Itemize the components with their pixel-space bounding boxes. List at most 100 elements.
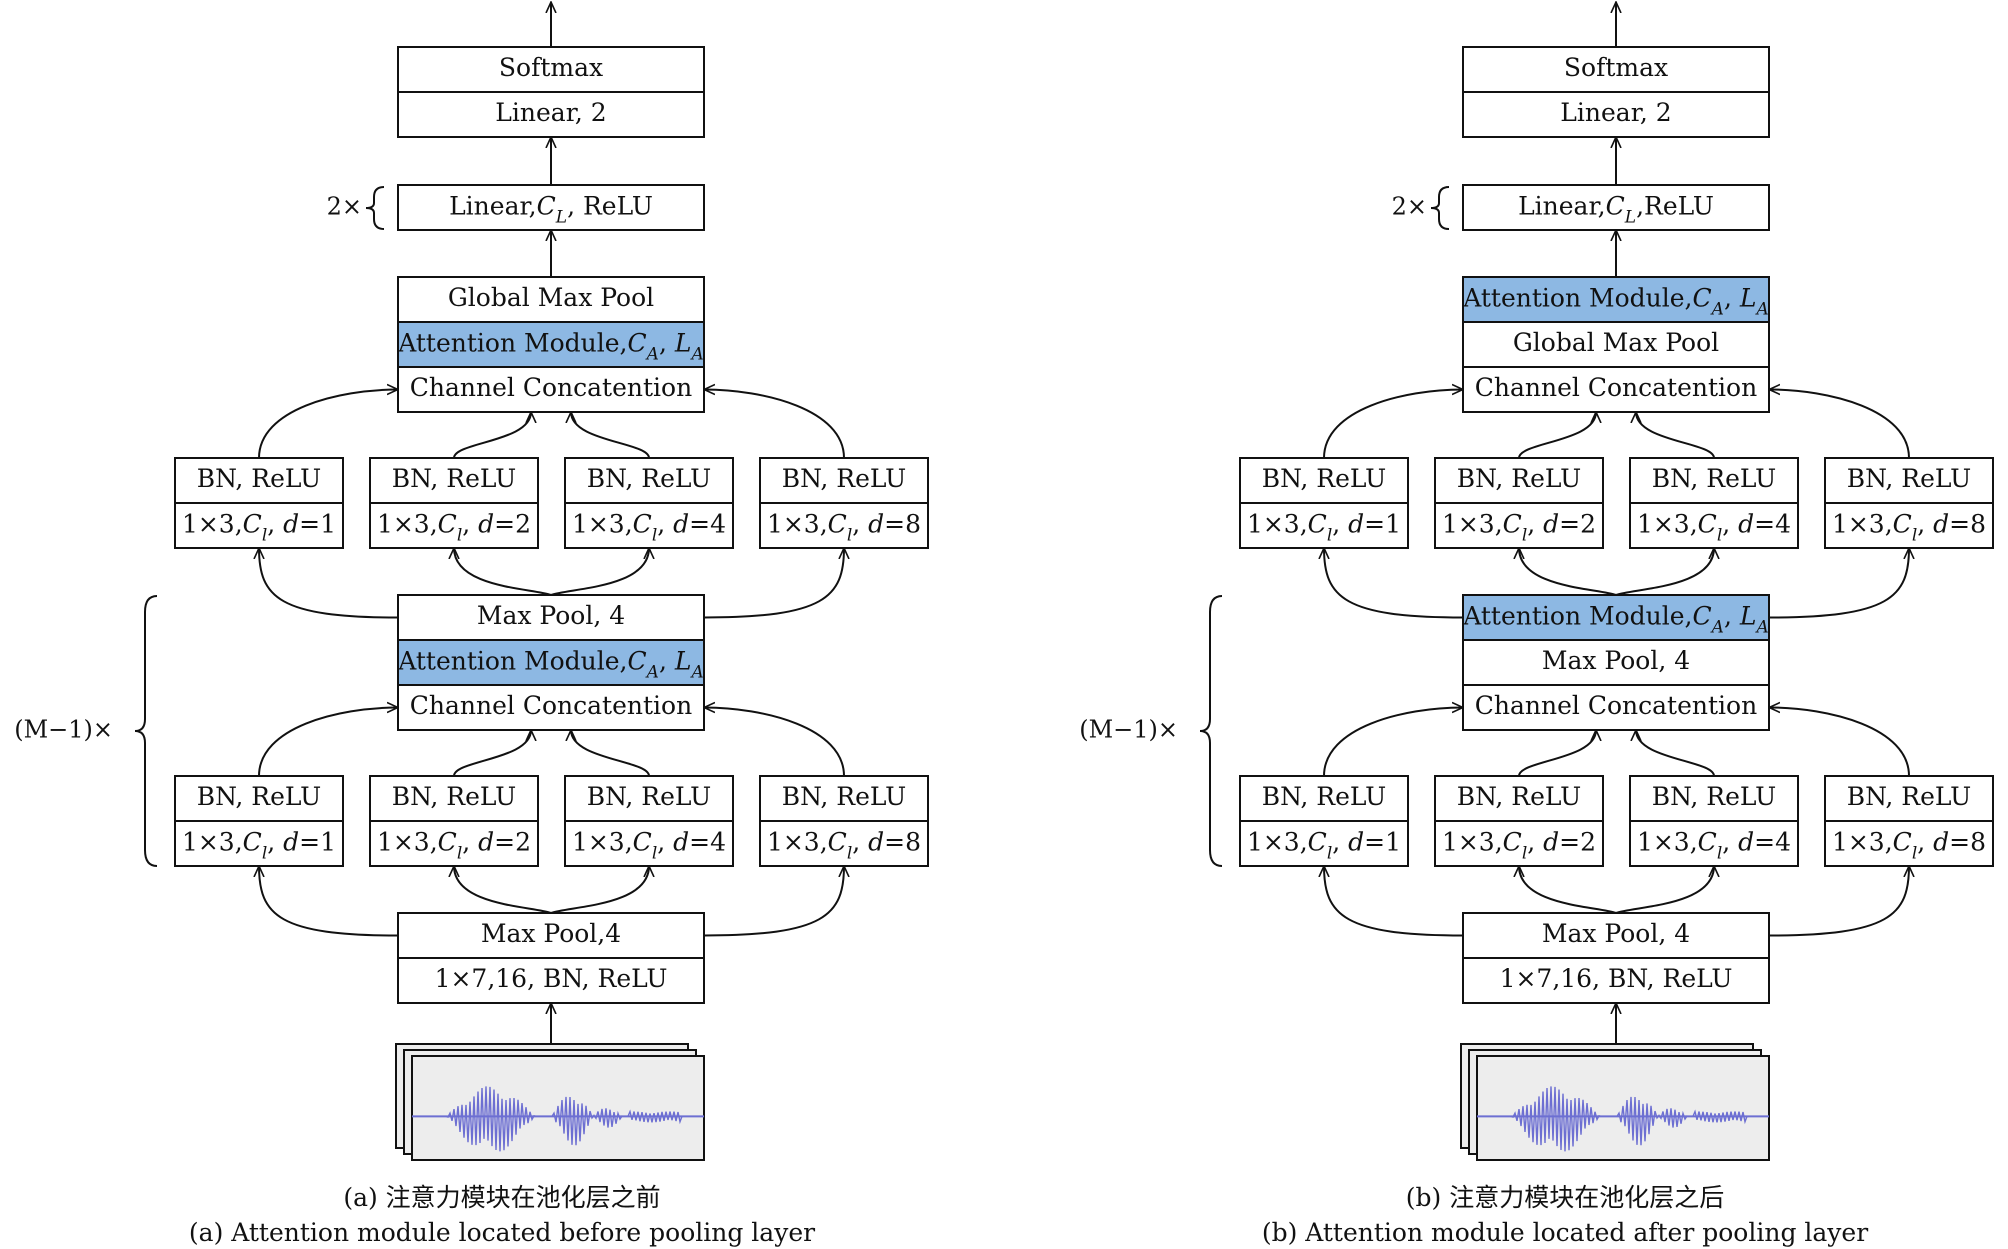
mid-stack-row-label: Channel Concatention <box>1475 691 1757 720</box>
softmax-label: Softmax <box>499 53 603 82</box>
top-stack-row-label: Global Max Pool <box>1513 328 1719 357</box>
skip-arrow <box>1519 548 1617 596</box>
skip-arrow <box>454 866 552 914</box>
conv-label: 1×3,Cl, d=4 <box>572 509 726 545</box>
top-stack-row-label: Channel Concatention <box>410 373 692 402</box>
branch-bn-relu-label: BN, ReLU <box>197 782 321 811</box>
skip-arrow <box>571 412 650 459</box>
skip-arrow <box>1615 866 1714 914</box>
branch-bn-relu-label: BN, ReLU <box>392 782 516 811</box>
top-stack-row <box>397 321 705 368</box>
branch-bn-relu-box <box>759 775 929 822</box>
branch-bn-relu-label: BN, ReLU <box>1652 782 1776 811</box>
softmax-label: Softmax <box>1564 53 1668 82</box>
branch-bn-relu-label: BN, ReLU <box>587 782 711 811</box>
skip-arrow <box>1768 548 1909 619</box>
skip-arrow <box>1323 708 1463 777</box>
stem-conv-box <box>1462 957 1770 1004</box>
repeat-2x-brace <box>365 186 385 230</box>
branch-bn-relu-label: BN, ReLU <box>782 782 906 811</box>
skip-arrow <box>259 548 399 619</box>
mid-stack-row-label: Max Pool, 4 <box>1542 646 1690 675</box>
mid-stack-row-label: Max Pool, 4 <box>477 601 625 630</box>
repeat-m-label: (M−1)× <box>1079 716 1178 744</box>
skip-arrow <box>1519 866 1617 914</box>
branch-bn-relu-box <box>564 775 734 822</box>
skip-arrow <box>550 866 649 914</box>
audio-waveform <box>1477 1086 1769 1152</box>
branch-bn-relu-label: BN, ReLU <box>1457 782 1581 811</box>
branch-conv-box <box>1239 502 1409 549</box>
conv-label: 1×3,Cl, d=1 <box>1247 827 1401 863</box>
repeat-m-label: (M−1)× <box>14 716 113 744</box>
repeat-m-brace <box>1199 595 1223 867</box>
attention-module-label: Attention Module,CA, LA <box>1462 283 1768 319</box>
top-stack-row <box>1462 276 1770 323</box>
stem-conv-box <box>397 957 705 1004</box>
skip-arrow <box>1324 866 1464 937</box>
conv-label: 1×3,Cl, d=4 <box>1637 827 1791 863</box>
branch-bn-relu-label: BN, ReLU <box>782 464 906 493</box>
branch-bn-relu-label: BN, ReLU <box>1847 464 1971 493</box>
skip-arrow <box>1518 730 1596 777</box>
linear-cl-label: Linear,CL,ReLU <box>1518 191 1714 227</box>
top-stack-row <box>1462 321 1770 368</box>
conv-label: 1×3,Cl, d=1 <box>182 509 336 545</box>
skip-arrow <box>454 548 552 596</box>
mid-stack-row <box>397 639 705 686</box>
branch-conv-box <box>1629 502 1799 549</box>
skip-arrow <box>1636 412 1715 459</box>
top-stack-row <box>397 276 705 323</box>
conv-label: 1×3,Cl, d=8 <box>767 827 921 863</box>
caption-b-en: (b) Attention module located after pooli… <box>1261 1218 1869 1247</box>
branch-bn-relu-box <box>1824 775 1994 822</box>
repeat-2x-label: 2× <box>327 193 362 221</box>
skip-arrow <box>258 708 398 777</box>
skip-arrow <box>258 390 398 459</box>
audio-waveform <box>412 1086 704 1152</box>
mid-stack-row-label: Channel Concatention <box>410 691 692 720</box>
branch-conv-box <box>174 820 344 867</box>
skip-arrow <box>1323 390 1463 459</box>
caption-a-cn: (a) 注意力模块在池化层之前 <box>343 1183 661 1212</box>
stem-maxpool-box <box>397 912 705 959</box>
conv-label: 1×3,Cl, d=2 <box>377 827 531 863</box>
branch-bn-relu-label: BN, ReLU <box>587 464 711 493</box>
branch-conv-box <box>369 502 539 549</box>
stem-conv-label: 1×7,16, BN, ReLU <box>1500 964 1733 993</box>
linear-cl-box <box>397 184 705 231</box>
conv-label: 1×3,Cl, d=8 <box>767 509 921 545</box>
skip-arrow <box>259 866 399 937</box>
linear2-label: Linear, 2 <box>495 98 606 127</box>
skip-arrow <box>1769 390 1910 459</box>
conv-label: 1×3,Cl, d=4 <box>1637 509 1791 545</box>
branch-bn-relu-box <box>369 457 539 504</box>
linear2-box <box>1462 91 1770 138</box>
skip-arrow <box>550 548 649 596</box>
conv-label: 1×3,Cl, d=1 <box>1247 509 1401 545</box>
skip-arrow <box>453 730 531 777</box>
branch-bn-relu-label: BN, ReLU <box>392 464 516 493</box>
branch-bn-relu-label: BN, ReLU <box>1262 464 1386 493</box>
repeat-2x-brace <box>1430 186 1450 230</box>
skip-arrow <box>1324 548 1464 619</box>
branch-conv-box <box>1434 502 1604 549</box>
conv-label: 1×3,Cl, d=1 <box>182 827 336 863</box>
skip-arrow <box>571 730 650 777</box>
branch-bn-relu-label: BN, ReLU <box>1652 464 1776 493</box>
skip-arrow <box>703 548 844 619</box>
repeat-2x-label: 2× <box>1392 193 1427 221</box>
stem-maxpool-label: Max Pool,4 <box>481 919 621 948</box>
branch-conv-box <box>1239 820 1409 867</box>
branch-conv-box <box>1824 502 1994 549</box>
stem-maxpool-label: Max Pool, 4 <box>1542 919 1690 948</box>
conv-label: 1×3,Cl, d=2 <box>377 509 531 545</box>
branch-conv-box <box>369 820 539 867</box>
conv-label: 1×3,Cl, d=8 <box>1832 827 1986 863</box>
linear-cl-label: Linear,CL, ReLU <box>449 191 653 227</box>
conv-label: 1×3,Cl, d=2 <box>1442 509 1596 545</box>
branch-conv-box <box>174 502 344 549</box>
